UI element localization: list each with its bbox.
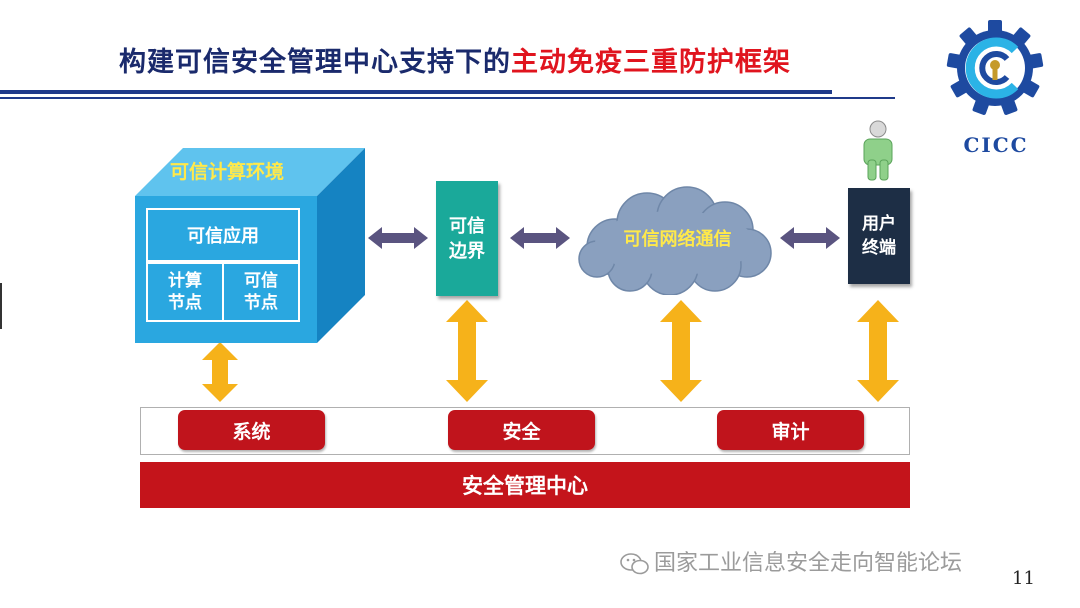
arrow-boundary-security (446, 300, 488, 402)
arrow-cloud-user (780, 227, 840, 249)
arrow-boundary-cloud (510, 227, 570, 249)
wechat-icon (620, 553, 649, 575)
trusted-compute-cube (135, 148, 365, 343)
slide-title: 构建可信安全管理中心支持下的主动免疫三重防护框架 (0, 40, 910, 79)
cloud-icon (578, 186, 772, 295)
watermark: 国家工业信息安全走向智能论坛 (620, 545, 962, 577)
logo-text: CICC (963, 133, 1029, 157)
compute-node-box: 计算 节点 (146, 262, 224, 322)
user-terminal-box: 用户 终端 (848, 188, 910, 284)
cube-title: 可信计算环境 (169, 161, 284, 183)
page-number: 11 (1012, 568, 1035, 589)
security-pill: 安全 (448, 410, 595, 450)
security-management-center-bar: 安全管理中心 (140, 462, 910, 508)
arrow-cube-system (202, 342, 238, 402)
arrow-cloud-security (660, 300, 702, 402)
left-edge-mark (0, 283, 2, 329)
title-prefix: 构建可信安全管理中心支持下的 (119, 47, 511, 78)
user-terminal-label: 用户 终端 (862, 214, 896, 258)
watermark-text: 国家工业信息安全走向智能论坛 (654, 551, 963, 576)
trusted-boundary-box: 可信 边界 (436, 181, 498, 296)
trusted-node-box: 可信 节点 (222, 262, 300, 322)
system-pill: 系统 (178, 410, 325, 450)
title-rule-thin (0, 97, 895, 99)
compute-node-label: 计算 节点 (168, 271, 202, 313)
arrow-user-audit (857, 300, 899, 402)
trusted-application-box: 可信应用 (146, 208, 300, 262)
user-person-icon (863, 120, 893, 181)
title-rule-thick (0, 90, 832, 94)
cloud-label: 可信网络通信 (623, 229, 732, 250)
audit-pill: 审计 (717, 410, 864, 450)
boundary-label: 可信 边界 (449, 215, 485, 262)
cicc-logo-icon (946, 20, 1044, 115)
trusted-node-label: 可信 节点 (244, 271, 278, 313)
arrow-cube-boundary (368, 227, 428, 249)
title-highlight: 主动免疫三重防护框架 (511, 47, 791, 78)
